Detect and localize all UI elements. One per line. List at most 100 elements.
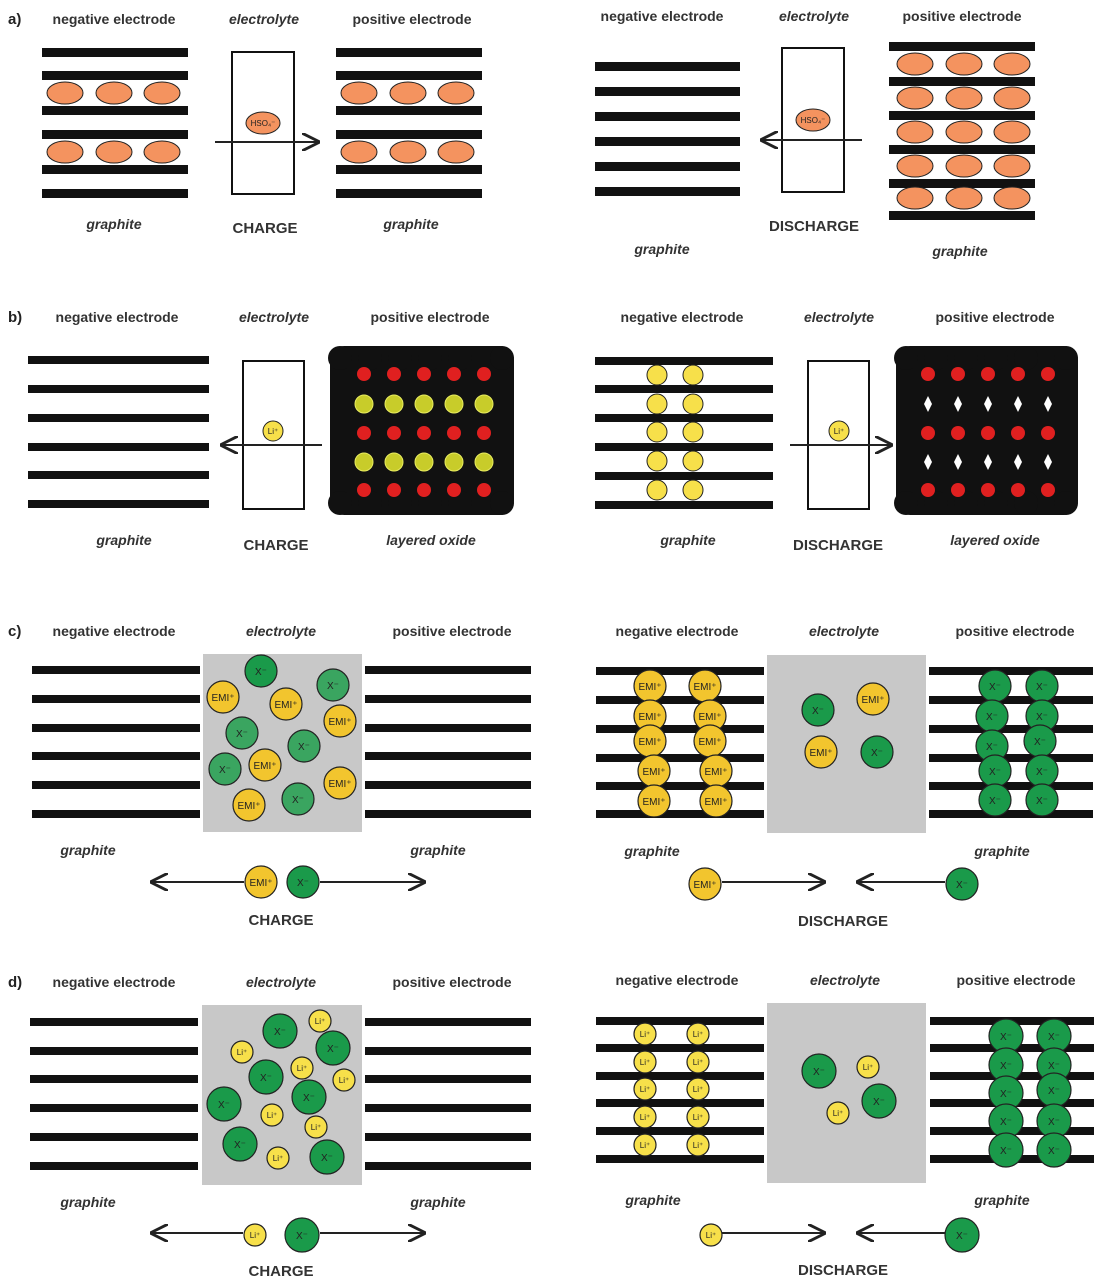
svg-text:X⁻: X⁻ [1048,1146,1060,1157]
svg-text:X⁻: X⁻ [812,706,824,717]
svg-text:EMI⁺: EMI⁺ [693,682,716,693]
svg-text:X⁻: X⁻ [1034,737,1046,748]
x-anion: X⁻ [988,1047,1024,1083]
graphite-stack [595,62,740,196]
panel-d: negative electrode electrolyte positive … [30,972,1094,1280]
graphite-label: graphite [59,842,115,858]
panel-label-c: c) [8,623,21,640]
li-ion: Li⁺ [686,1077,710,1101]
hso4-label: HSO₄⁻ [251,119,276,128]
layered-oxide-label: layered oxide [386,532,476,548]
svg-text:Li⁺: Li⁺ [250,1231,260,1240]
x-anion: X⁻ [1025,754,1059,788]
x-anion: X⁻ [861,1083,897,1119]
graphite-stack [595,357,773,509]
graphite-stack [889,42,1035,220]
li-ion: Li⁺ [290,1056,314,1080]
panel-label-a: a) [8,11,21,28]
intercalated-anion-layer: X⁻ X⁻ X⁻ X⁻ X⁻ X⁻ X⁻ X⁻ X⁻ X⁻ [988,1018,1072,1168]
svg-text:Li⁺: Li⁺ [339,1076,349,1085]
li-ion: Li⁺ [699,1223,723,1247]
svg-text:X⁻: X⁻ [321,1153,333,1164]
li-ion: Li⁺ [260,1103,284,1127]
graphite-stack [365,666,531,818]
svg-text:X⁻: X⁻ [1048,1032,1060,1043]
emi-cation: EMI⁺ [693,724,727,758]
emi-cation: EMI⁺ [804,735,838,769]
intercalated-anion-layer [46,81,181,164]
hso4-ion [795,108,831,132]
svg-text:Li⁺: Li⁺ [640,1058,650,1067]
graphite-stack [32,666,200,818]
x-anion: X⁻ [286,865,320,899]
svg-text:Li⁺: Li⁺ [693,1141,703,1150]
intercalated-li-layer: Li⁺ Li⁺ Li⁺ Li⁺ Li⁺ Li⁺ Li⁺ Li⁺ Li⁺ Li⁺ [633,1022,710,1157]
graphite-label: graphite [624,1192,680,1208]
li-ion: Li⁺ [304,1115,328,1139]
negative-electrode-label: negative electrode [53,11,176,27]
electrolyte-label: electrolyte [810,972,880,988]
graphite-stack [929,667,1093,818]
positive-electrode-label: positive electrode [955,623,1074,639]
electrolyte-label: electrolyte [804,309,874,325]
electrolyte-label: electrolyte [229,11,299,27]
svg-text:X⁻: X⁻ [989,796,1001,807]
svg-text:X⁻: X⁻ [871,748,883,759]
li-ion: Li⁺ [633,1133,657,1157]
svg-text:EMI⁺: EMI⁺ [638,712,661,723]
positive-electrode-label: positive electrode [935,309,1054,325]
x-anion: X⁻ [206,1086,242,1122]
graphite-label: graphite [409,1194,465,1210]
x-anion: X⁻ [284,1217,320,1253]
x-anion: X⁻ [1023,724,1057,758]
svg-text:X⁻: X⁻ [303,1093,315,1104]
discharge-label: DISCHARGE [769,218,859,235]
layered-oxide-label: layered oxide [950,532,1040,548]
svg-text:Li⁺: Li⁺ [693,1085,703,1094]
svg-text:Li⁺: Li⁺ [693,1030,703,1039]
li-ion: Li⁺ [308,1009,332,1033]
li-ion [828,420,850,442]
svg-text:EMI⁺: EMI⁺ [704,767,727,778]
hso4-ion [245,111,281,135]
x-anion: X⁻ [945,867,979,901]
svg-text:EMI⁺: EMI⁺ [642,797,665,808]
graphite-stack [30,1018,198,1170]
intercalated-cation-layer: EMI⁺ EMI⁺ EMI⁺ EMI⁺ EMI⁺ EMI⁺ EMI⁺ EMI⁺ … [633,669,733,818]
li-ion: Li⁺ [633,1105,657,1129]
svg-text:Li⁺: Li⁺ [863,1063,873,1072]
svg-text:X⁻: X⁻ [218,1100,230,1111]
x-anion: X⁻ [244,654,278,688]
negative-electrode-label: negative electrode [616,972,739,988]
negative-electrode-label: negative electrode [53,623,176,639]
li-ion: Li⁺ [686,1022,710,1046]
negative-electrode-label: negative electrode [53,974,176,990]
emi-cation: EMI⁺ [633,724,667,758]
svg-text:EMI⁺: EMI⁺ [328,779,351,790]
electrolyte-region [767,655,926,833]
x-anion: X⁻ [860,735,894,769]
graphite-stack [336,48,482,198]
electrolyte-label: electrolyte [809,623,879,639]
x-anion: X⁻ [1036,1103,1072,1139]
x-anion: X⁻ [309,1139,345,1175]
svg-text:Li⁺: Li⁺ [693,1058,703,1067]
svg-text:X⁻: X⁻ [274,1027,286,1038]
svg-text:X⁻: X⁻ [873,1097,885,1108]
hso4-label: HSO₄⁻ [801,116,826,125]
intercalated-li-layer [646,364,704,501]
electrolyte-label: electrolyte [246,974,316,990]
svg-text:Li⁺: Li⁺ [273,1154,283,1163]
x-anion: X⁻ [978,783,1012,817]
x-anion: X⁻ [988,1132,1024,1168]
graphite-label: graphite [409,842,465,858]
x-anion: X⁻ [1036,1132,1072,1168]
intercalated-anion-layer [896,52,1031,210]
emi-cation: EMI⁺ [699,784,733,818]
graphite-label: graphite [973,843,1029,859]
emi-cation: EMI⁺ [244,865,278,899]
svg-text:Li⁺: Li⁺ [311,1123,321,1132]
x-anion: X⁻ [222,1126,258,1162]
svg-text:Li⁺: Li⁺ [297,1064,307,1073]
